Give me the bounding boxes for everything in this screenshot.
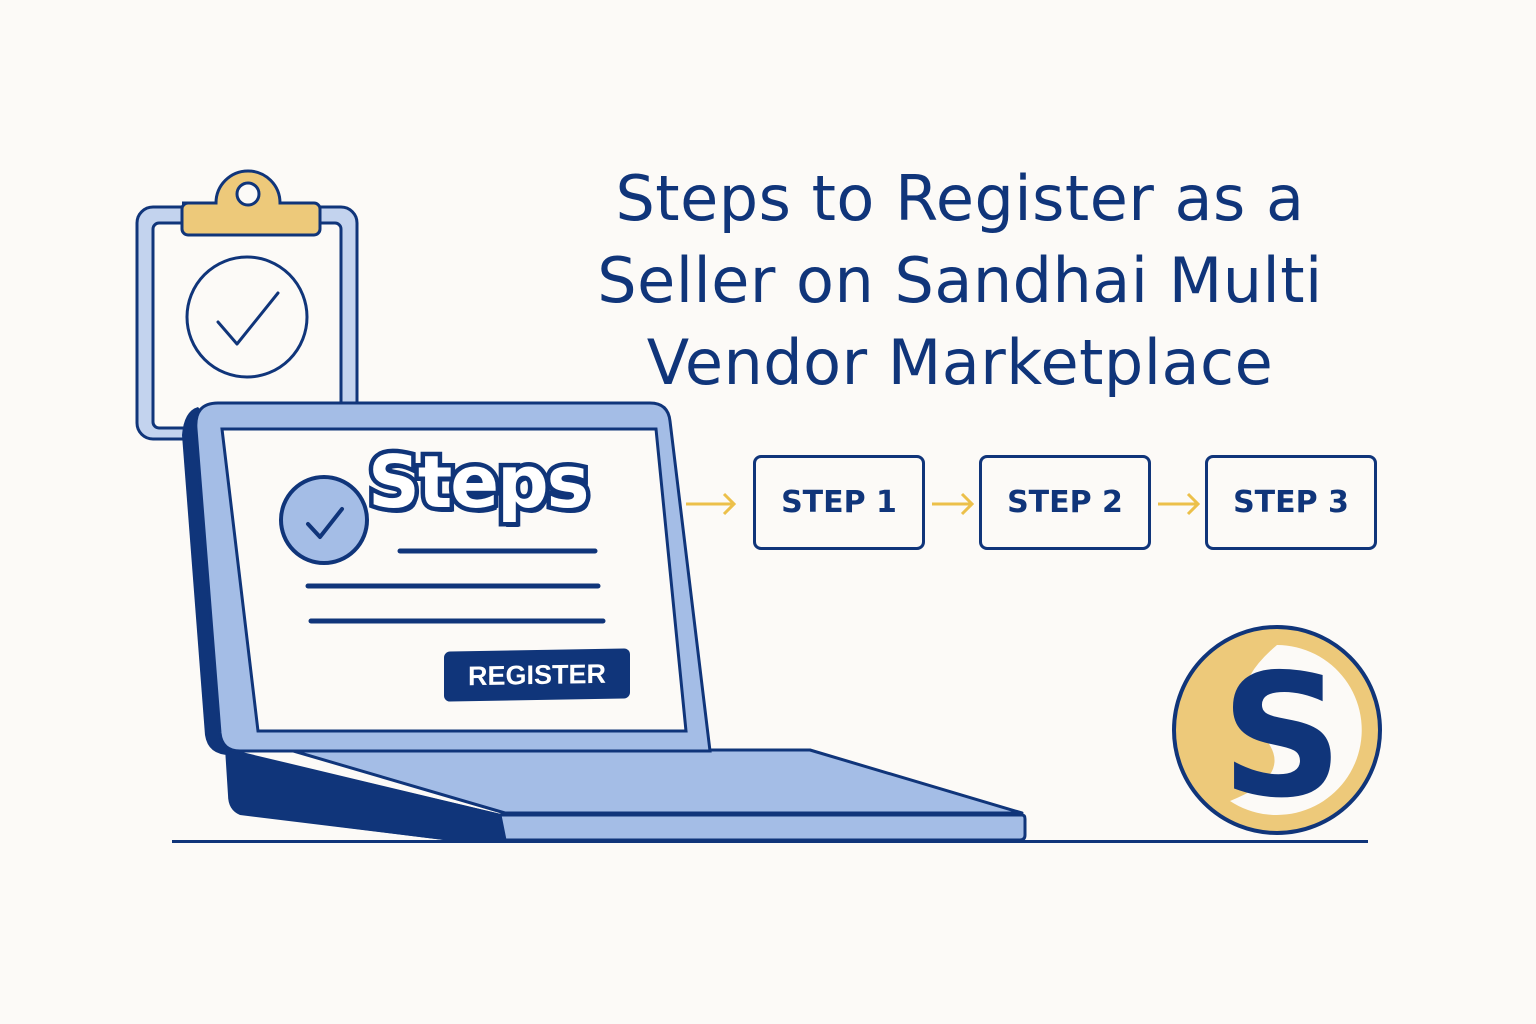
- steps-heading: Steps: [364, 436, 594, 529]
- clipboard-check-icon: [135, 169, 359, 441]
- register-button[interactable]: REGISTER: [444, 648, 630, 702]
- arrow-right-icon: [686, 492, 737, 516]
- arrow-right-icon: [932, 492, 975, 516]
- title-line-2: Seller on Sandhai Multi: [597, 244, 1323, 317]
- page-title: Steps to Register as a Seller on Sandhai…: [560, 158, 1360, 404]
- arrow-right-icon: [1158, 492, 1201, 516]
- title-line-3: Vendor Marketplace: [646, 326, 1274, 399]
- logo-letter: S: [1221, 638, 1343, 836]
- step-1-box[interactable]: STEP 1: [753, 455, 925, 550]
- step-2-box[interactable]: STEP 2: [979, 455, 1151, 550]
- ground-line: [172, 840, 1368, 843]
- check-circle-icon: [279, 475, 369, 565]
- brand-s-logo: S: [1172, 625, 1382, 836]
- form-lines: [305, 548, 606, 624]
- title-line-1: Steps to Register as a: [615, 162, 1305, 235]
- step-3-box[interactable]: STEP 3: [1205, 455, 1377, 550]
